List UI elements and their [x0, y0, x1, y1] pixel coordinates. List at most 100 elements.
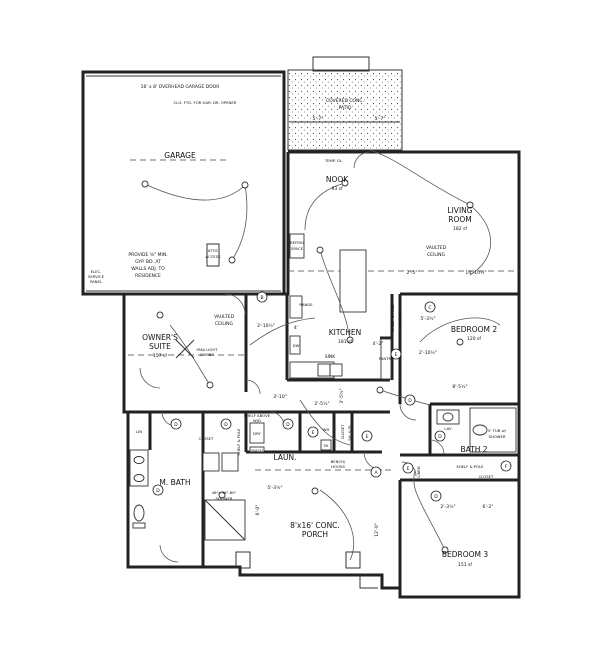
- tub-label-1: 5' TUB w/: [488, 428, 507, 433]
- svg-text:A: A: [374, 470, 378, 476]
- svg-text:RESIDENCE: RESIDENCE: [135, 273, 161, 279]
- door-tag-e-wh: E: [307, 426, 319, 438]
- dim-patio-right: 5'-7": [375, 116, 386, 122]
- patio-label: COVERED CONC. PATIO: [326, 98, 364, 111]
- shelf-pole-closet-1: SHELF & POLE: [390, 304, 395, 332]
- utility-sink-label: SK: [324, 443, 329, 448]
- door-tag-d-laun: D: [282, 418, 294, 430]
- garage-fire-note: PROVIDE ⅝" MIN. GYP. BD. AT WALLS ADJ. T…: [128, 252, 167, 279]
- door-tag-d-mbath: D: [152, 484, 164, 496]
- dim-kitchen-a: 4'-2": [373, 341, 384, 347]
- door-tag-c: C: [424, 301, 436, 313]
- owners-shelf-pole: SHELF & POLE: [236, 428, 241, 456]
- shelf-pole-closet-2: CLOSET: [397, 310, 402, 325]
- living-vaulted-1: VAULTED: [426, 245, 447, 251]
- hall-closet-2: SH. & PL.: [347, 423, 352, 440]
- covered-patio: [287, 56, 403, 151]
- shelf-above-wd-2: W/D: [253, 418, 261, 423]
- fan-light-2: COMBO: [200, 352, 214, 357]
- exterior-walls: [122, 150, 521, 599]
- dim-bed2-c: 8'-5½": [452, 383, 467, 390]
- svg-text:B: B: [260, 295, 263, 301]
- svg-text:E: E: [395, 352, 398, 358]
- svg-text:D: D: [156, 488, 160, 494]
- shower-size-1: 48"x 36"-60": [212, 490, 237, 495]
- mbath-label: M. BATH: [159, 478, 190, 487]
- svg-text:ACCESS: ACCESS: [205, 254, 221, 259]
- hall-closet-1: CLOSET: [340, 424, 345, 439]
- garage-label: GARAGE: [164, 151, 196, 160]
- refrig-label-1: REFRIG: [290, 240, 304, 245]
- owners-suite-label-1: OWNER'S: [142, 333, 178, 342]
- dim-bed3-b: 6'-2": [483, 504, 494, 510]
- refrig-label-2: SPACE: [291, 246, 304, 251]
- bench-hooks-2: HOOKS: [331, 464, 345, 469]
- svg-text:E: E: [312, 430, 315, 436]
- svg-text:ELEC.: ELEC.: [91, 269, 102, 274]
- garage-opener-label: CLG. FTG. FOR GAR. DR. OPENER: [174, 100, 237, 105]
- nook-label: NOOK: [326, 175, 349, 184]
- door-tag-d-owners: D: [170, 418, 182, 430]
- svg-text:COVERED CONC.: COVERED CONC.: [326, 98, 364, 104]
- garage: [81, 70, 286, 296]
- door-tag-b: B: [256, 291, 268, 303]
- dim-bed2-a: 5'-3½": [420, 315, 435, 322]
- bench-hooks-1: BENCH/: [331, 459, 346, 464]
- svg-text:F: F: [505, 464, 508, 470]
- electrical-runs: [144, 149, 501, 561]
- dim-hall-a: 2'-5½": [314, 400, 329, 407]
- dim-patio-left: 5'-7": [313, 116, 324, 122]
- dim-bed3-a: 2'-3½": [440, 503, 455, 510]
- dw-label: DW: [293, 343, 300, 348]
- door-tag-a: A: [370, 466, 382, 478]
- door-tag-d-bath: D: [434, 430, 446, 442]
- svg-text:SERVICE: SERVICE: [88, 274, 105, 279]
- bath-fixtures: [129, 407, 517, 541]
- bed3-closet-label: CLOSET: [479, 474, 494, 479]
- bath2-label: BATH 2: [460, 445, 487, 454]
- temp-glass-label: TEMP. GL.: [324, 158, 343, 163]
- dim-living-left: 2'-5": [407, 270, 418, 276]
- dim-porch-a: 5'-3½": [267, 484, 282, 491]
- svg-text:E: E: [407, 466, 410, 472]
- dim-owners-w: 3'-10½": [257, 322, 275, 329]
- svg-text:C: C: [428, 305, 431, 311]
- shelf-above-wd-1: SHELF ABOVE: [244, 413, 271, 418]
- pantry-label: PANTRY: [379, 356, 394, 361]
- svg-text:WALLS ADJ. TO: WALLS ADJ. TO: [131, 266, 165, 272]
- svg-text:D: D: [434, 494, 438, 500]
- attic-access-label: ATTIC ACCESS: [205, 248, 221, 259]
- living-room-label-1: LIVING: [447, 206, 472, 215]
- svg-text:ATTIC: ATTIC: [208, 248, 219, 253]
- living-room-label-2: ROOM: [448, 215, 472, 224]
- dim-living-right: 14'-10½": [465, 269, 486, 276]
- dryer-label: DRY: [253, 431, 261, 436]
- svg-text:D: D: [286, 422, 290, 428]
- door-tag-d-bed3: D: [430, 490, 442, 502]
- water-heater-label: WH: [323, 427, 330, 432]
- nook-area: 93 sf: [331, 186, 343, 192]
- dim-hall-c: 3'-5½": [338, 388, 345, 403]
- fan-light-1: FAN/ LIGHT: [196, 347, 218, 352]
- svg-text:D: D: [408, 398, 412, 404]
- tub-label-2: SHOWER: [488, 434, 505, 439]
- living-room-area: 182 sf: [453, 226, 467, 232]
- owners-vaulted-1: VAULTED: [214, 314, 235, 320]
- light-fixtures: [141, 179, 474, 554]
- svg-text:D: D: [174, 422, 178, 428]
- garage-door-label: 16' x 8' OVERHEAD GARAGE DOOR: [141, 84, 220, 90]
- range-label: RANGE: [299, 302, 313, 307]
- linen-label: LINEN: [416, 466, 421, 477]
- bedroom3-label: BEDROOM 3: [442, 550, 489, 559]
- door-tag-e-hall: E: [361, 430, 373, 442]
- svg-text:PANEL: PANEL: [90, 279, 103, 284]
- svg-text:PATIO: PATIO: [339, 105, 352, 111]
- washer-label: WASH: [251, 448, 263, 453]
- laundry-label: LAUN.: [274, 453, 297, 462]
- svg-text:PROVIDE ⅝" MIN.: PROVIDE ⅝" MIN.: [128, 252, 167, 258]
- dim-porch-b: 6'-0": [255, 505, 261, 516]
- living-vaulted-2: CEILING: [427, 252, 446, 258]
- owners-suite-label-2: SUITE: [149, 342, 171, 351]
- kitchen-label: KITCHEN: [329, 328, 362, 337]
